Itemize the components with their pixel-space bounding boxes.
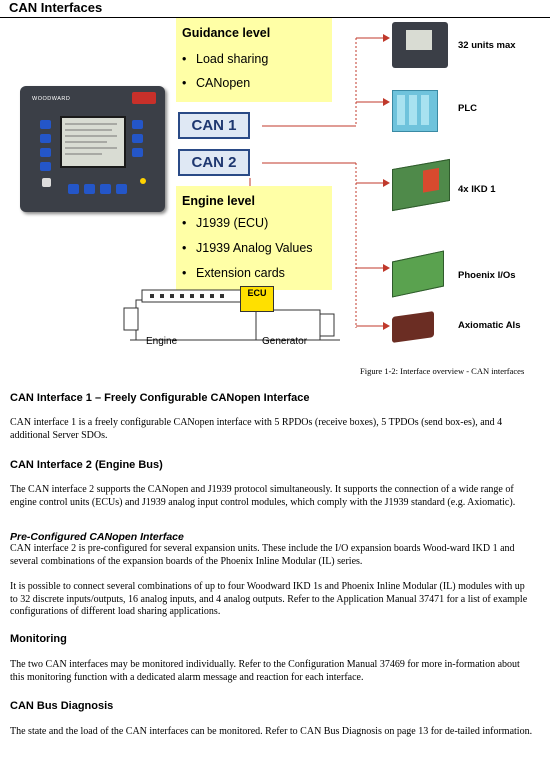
figure-caption: Figure 1-2: Interface overview - CAN int… [360, 366, 525, 376]
controller-button [132, 120, 143, 129]
title-rule [0, 17, 550, 18]
controller-button [40, 134, 51, 143]
generator-label: Generator [262, 336, 308, 347]
device-label-axiomatic: Axiomatic AIs [458, 320, 521, 331]
ecu-label: ECU [247, 288, 267, 298]
controller-button [40, 120, 51, 129]
device-label-32-units: 32 units max [458, 40, 516, 51]
screen-lines [65, 123, 117, 155]
subsection-paragraph-2: It is possible to connect several combin… [10, 581, 528, 617]
subsection-paragraph-1: CAN interface 2 is pre-configured for se… [10, 543, 515, 567]
controller-stop-button [42, 178, 51, 187]
controller-screen [60, 116, 126, 168]
controller-button [116, 184, 127, 194]
section-heading-can2: CAN Interface 2 (Engine Bus) [10, 459, 163, 471]
engine-label: Engine [146, 336, 178, 347]
guidance-item: •Load sharing [182, 52, 269, 66]
can2-box: CAN 2 [178, 149, 250, 176]
controller-unit: WOODWARD [20, 86, 165, 212]
figure-can-overview: WOODWARD Guidance level [0, 18, 550, 378]
controller-button [100, 184, 111, 194]
section-paragraph-diagnosis: The state and the load of the CAN interf… [10, 726, 533, 737]
engine-item: •Extension cards [182, 266, 285, 280]
engine-generator-drawing [123, 289, 340, 341]
controller-button [68, 184, 79, 194]
controller-button [40, 162, 51, 171]
section-paragraph-can2: The CAN interface 2 supports the CANopen… [10, 484, 516, 508]
controller-button [40, 148, 51, 157]
guidance-level-title: Guidance level [182, 26, 271, 40]
controller-logo-badge [132, 92, 156, 104]
device-label-plc: PLC [458, 103, 477, 114]
guidance-item: •CANopen [182, 76, 251, 90]
controller-brand: WOODWARD [32, 96, 71, 102]
device-label-phoenix: Phoenix I/Os [458, 270, 516, 281]
controller-button [132, 134, 143, 143]
controller-button [84, 184, 95, 194]
device-label-ikd1: 4x IKD 1 [458, 184, 496, 195]
engine-item: •J1939 Analog Values [182, 241, 313, 255]
engine-level-title: Engine level [182, 194, 255, 208]
engine-item: •J1939 (ECU) [182, 216, 269, 230]
section-heading-diagnosis: CAN Bus Diagnosis [10, 700, 114, 712]
subsection-heading-preconfigured: Pre-Configured CANopen Interface [10, 531, 184, 543]
section-paragraph-monitoring: The two CAN interfaces may be monitored … [10, 659, 520, 683]
section-heading-can1: CAN Interface 1 – Freely Configurable CA… [10, 392, 310, 404]
section-paragraph-can1: CAN interface 1 is a freely configurable… [10, 417, 503, 441]
guidance-level-box: Guidance level •Load sharing •CANopen [176, 18, 332, 102]
page-title: CAN Interfaces [9, 0, 103, 15]
controller-button [132, 148, 143, 157]
can1-box: CAN 1 [178, 112, 250, 139]
section-heading-monitoring: Monitoring [10, 633, 67, 645]
device-controller-mini [392, 22, 448, 68]
device-plc [392, 90, 438, 132]
engine-level-box: Engine level •J1939 (ECU) •J1939 Analog … [176, 186, 332, 290]
controller-led [140, 178, 146, 184]
ecu-box: ECU [240, 286, 274, 312]
